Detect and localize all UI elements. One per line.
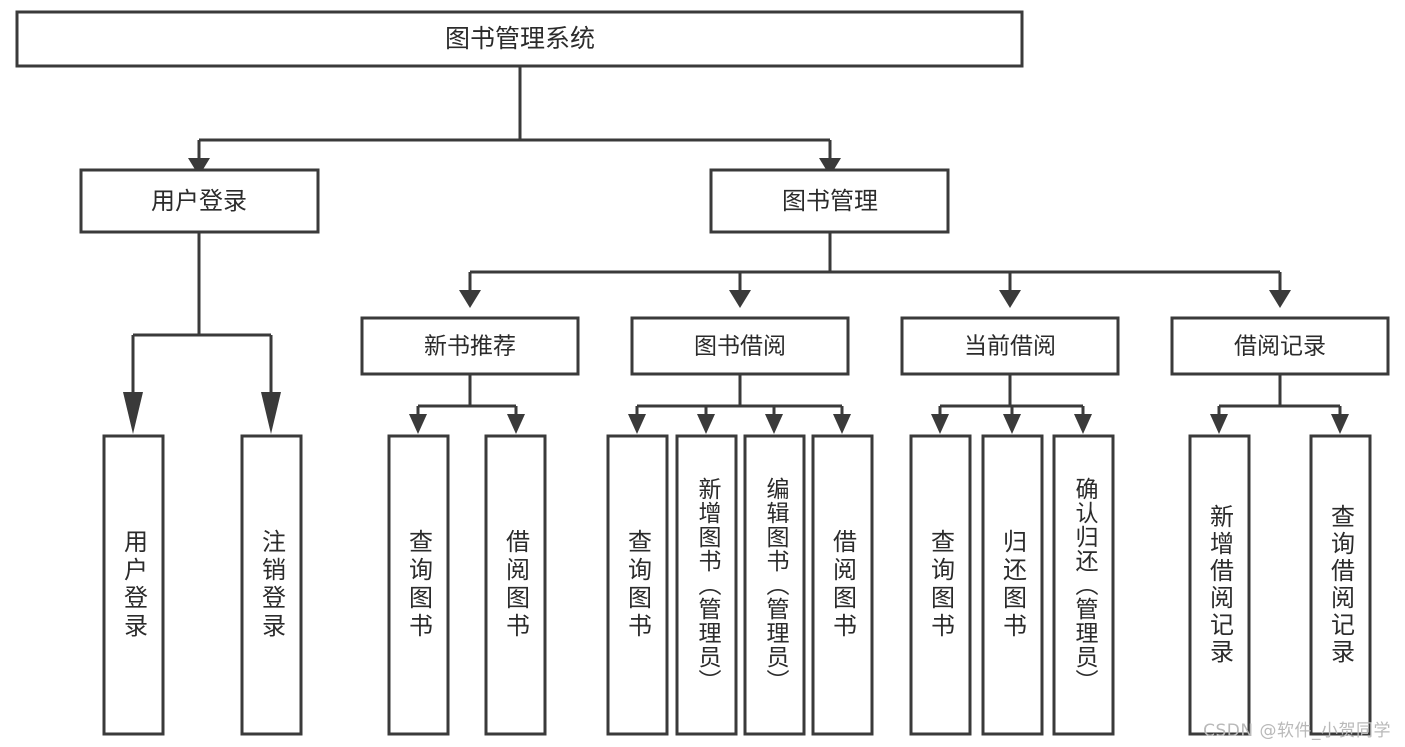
- node-newbook-box[interactable]: [360, 316, 580, 376]
- connector-layer: [123, 66, 1349, 434]
- node-bookmgr-box[interactable]: [709, 168, 950, 234]
- edge-login-trunk: [131, 232, 273, 394]
- node-leaf4-box[interactable]: [484, 434, 547, 736]
- arrow-to-leaf6: [697, 414, 715, 434]
- node-newbook[interactable]: 新书推荐: [360, 316, 580, 376]
- arrow-to-leaf8: [833, 414, 851, 434]
- node-newbook-label: 新书推荐: [424, 334, 516, 360]
- arrow-to-borrow: [729, 290, 751, 308]
- node-borrow[interactable]: 图书借阅: [630, 316, 850, 376]
- node-root-box[interactable]: [15, 10, 1024, 68]
- node-records-box[interactable]: [1170, 316, 1390, 376]
- node-leaf12-box[interactable]: [1188, 434, 1251, 736]
- arrow-to-leaf13: [1331, 414, 1349, 434]
- node-leaf8-box[interactable]: [811, 434, 874, 736]
- arrow-to-leaf1: [123, 392, 143, 434]
- edge-root-trunk: [197, 66, 832, 160]
- node-borrow-box[interactable]: [630, 316, 850, 376]
- node-bookmgr[interactable]: 图书管理: [709, 168, 950, 234]
- arrow-to-leaf12: [1210, 414, 1228, 434]
- node-current[interactable]: 当前借阅: [900, 316, 1120, 376]
- node-root[interactable]: 图书管理系统: [15, 10, 1024, 68]
- watermark-text: CSDN @软件_小贺同学: [1203, 721, 1391, 741]
- arrow-to-current: [999, 290, 1021, 308]
- node-current-box[interactable]: [900, 316, 1120, 376]
- arrow-to-newbook: [459, 290, 481, 308]
- node-leaf3-box[interactable]: [387, 434, 450, 736]
- arrow-to-records: [1269, 290, 1291, 308]
- node-leaf6-box[interactable]: [675, 434, 738, 736]
- edge-bookmgr-trunk: [468, 232, 1282, 292]
- node-records[interactable]: 借阅记录: [1170, 316, 1390, 376]
- node-leaf2-box[interactable]: [240, 434, 303, 736]
- arrow-to-login: [188, 158, 210, 176]
- node-leaf11-box[interactable]: [1052, 434, 1115, 736]
- arrow-to-leaf5: [628, 414, 646, 434]
- arrow-to-leaf4: [507, 414, 525, 434]
- edge-current-trunk: [938, 374, 1085, 416]
- edge-newbook-trunk: [416, 374, 518, 416]
- arrow-to-leaf7: [765, 414, 783, 434]
- arrow-to-bookmgr: [819, 158, 841, 176]
- node-current-label: 当前借阅: [964, 334, 1056, 360]
- node-login-box[interactable]: [79, 168, 320, 234]
- node-login[interactable]: 用户登录: [79, 168, 320, 234]
- arrow-to-leaf10: [1003, 414, 1021, 434]
- node-leaf9-box[interactable]: [909, 434, 972, 736]
- node-bookmgr-label: 图书管理: [782, 187, 878, 215]
- arrow-to-leaf2: [261, 392, 281, 434]
- arrow-to-leaf9: [931, 414, 949, 434]
- node-login-label: 用户登录: [151, 187, 247, 215]
- node-root-label: 图书管理系统: [445, 24, 595, 53]
- node-records-label: 借阅记录: [1234, 334, 1326, 360]
- arrow-to-leaf11: [1074, 414, 1092, 434]
- node-leaf1-box[interactable]: [102, 434, 165, 736]
- node-leaf5-box[interactable]: [606, 434, 669, 736]
- node-leaf13-box[interactable]: [1309, 434, 1372, 736]
- node-leaf7-box[interactable]: [743, 434, 806, 736]
- edge-borrow-trunk: [635, 374, 844, 416]
- node-leaf10-box[interactable]: [981, 434, 1044, 736]
- node-borrow-label: 图书借阅: [694, 334, 786, 360]
- edge-records-trunk: [1217, 374, 1342, 416]
- arrow-to-leaf3: [409, 414, 427, 434]
- leaf-box-layer: [102, 434, 1372, 736]
